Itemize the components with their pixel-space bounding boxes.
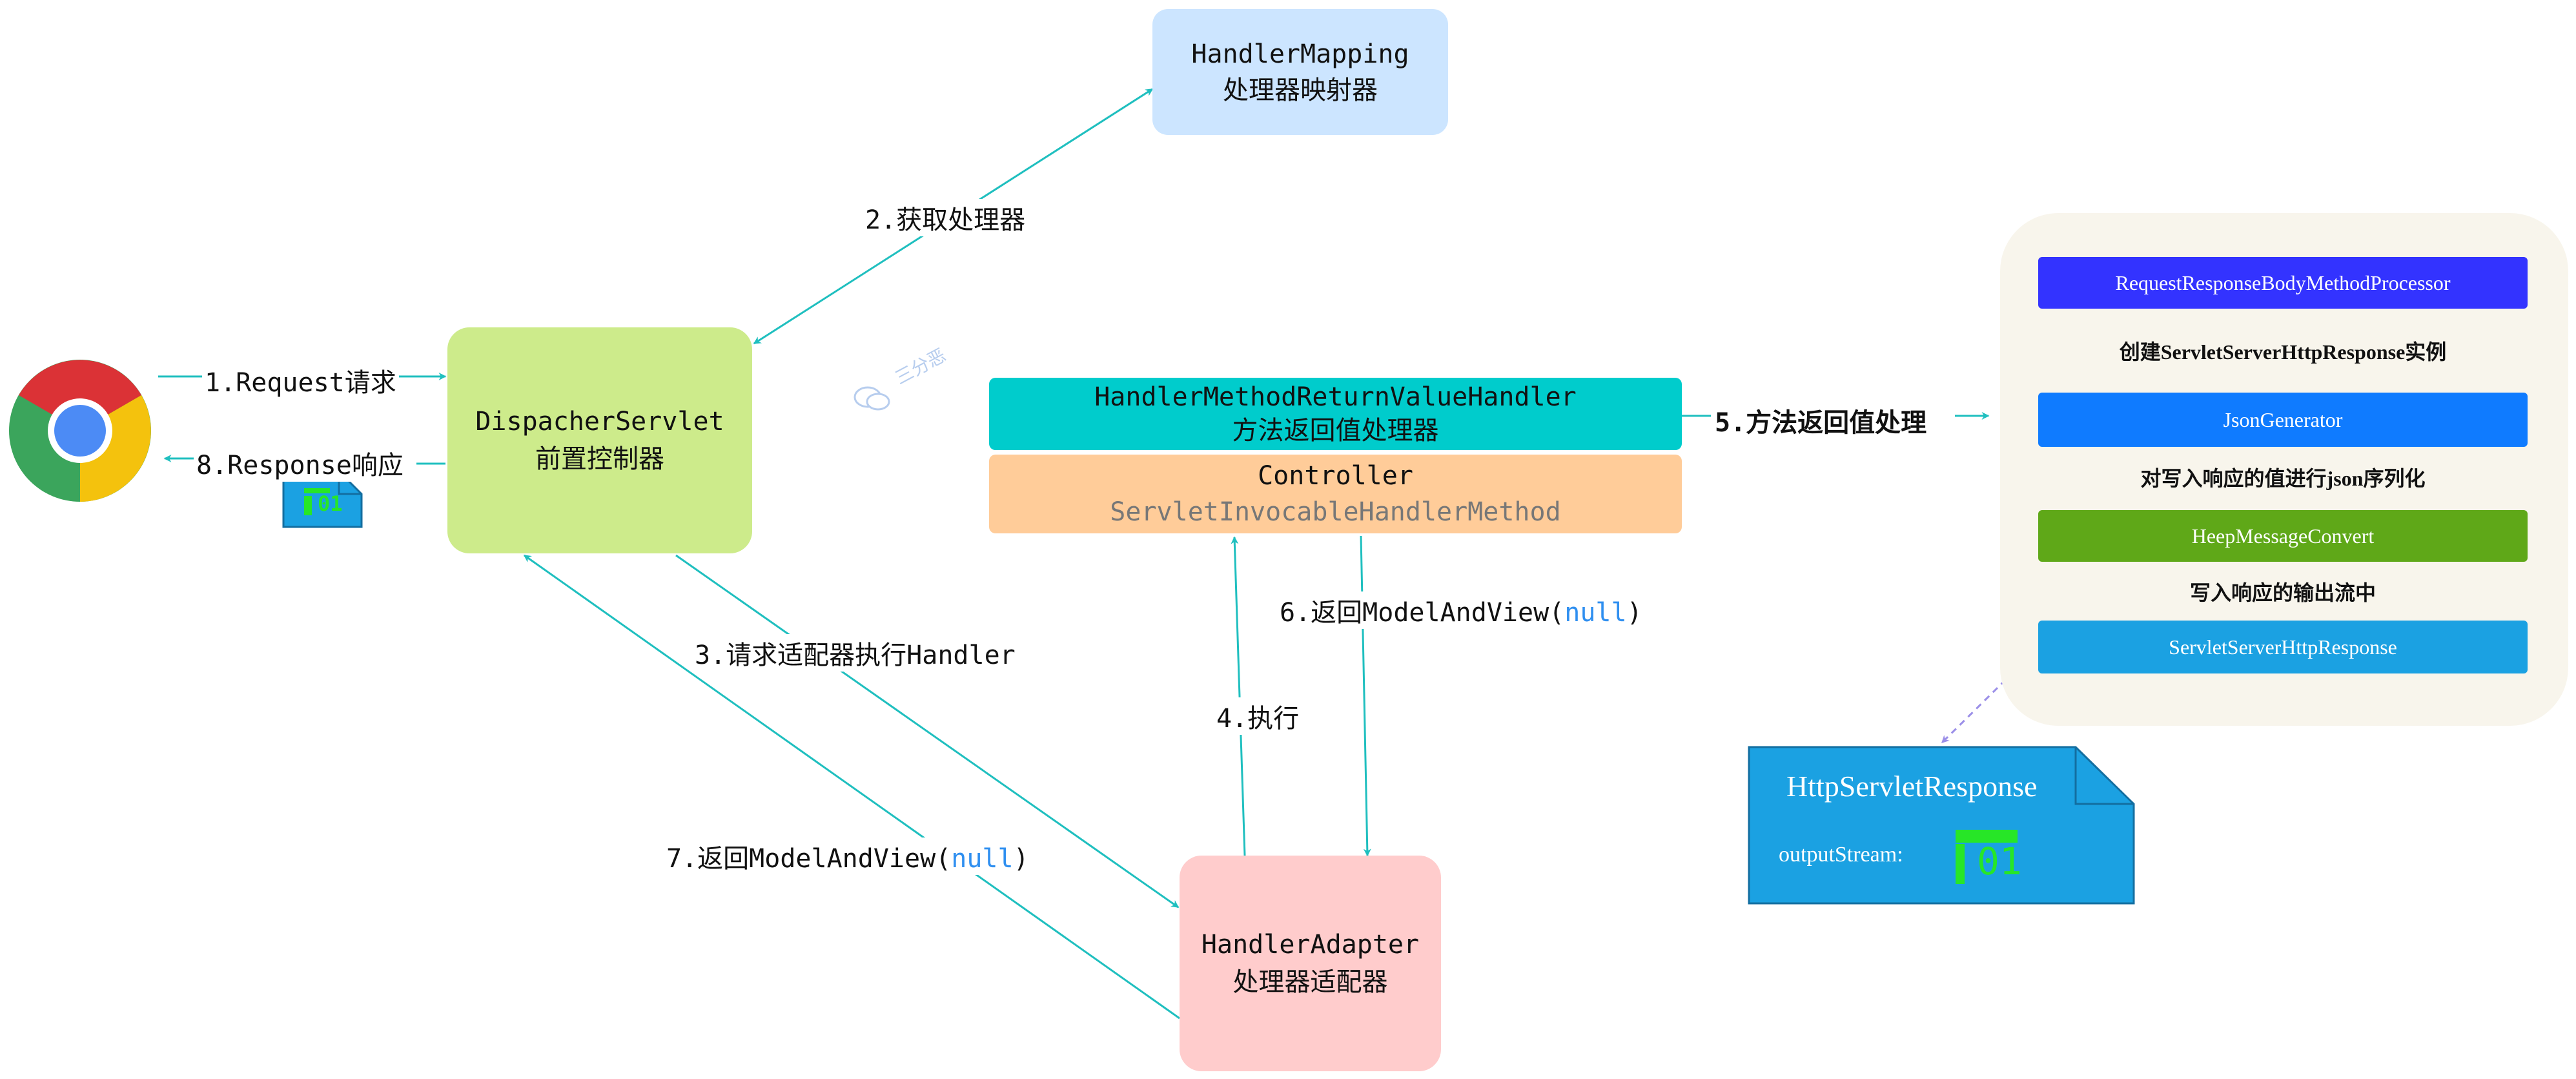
return-handler-title: HandlerMethodReturnValueHandler: [1094, 382, 1577, 412]
step-7-null: null: [951, 844, 1014, 874]
request-response-body-processor[interactable]: RequestResponseBodyMethodProcessor: [2038, 257, 2528, 309]
step-5-label: 5.方法返回值处理: [1711, 402, 1931, 439]
servlet-server-http-response[interactable]: ServletServerHttpResponse: [2038, 621, 2528, 673]
step-3-label: 3.请求适配器执行Handler: [692, 634, 1018, 672]
handler-adapter-node[interactable]: HandlerAdapter 处理器适配器: [1180, 856, 1441, 1071]
http-response-title: HttpServletResponse: [1786, 770, 2038, 803]
arrow-adapter-execute: [675, 554, 1180, 909]
step-7-suffix: ): [1013, 844, 1029, 874]
handler-mapping-node[interactable]: HandlerMapping 处理器映射器: [1152, 9, 1448, 135]
step-8-label: 8.Response响应: [194, 444, 406, 482]
servlet-response-label: ServletServerHttpResponse: [2169, 635, 2397, 659]
http-response-glyph: 01: [1977, 839, 2022, 883]
step-6-prefix: 6.返回ModelAndView(: [1280, 598, 1565, 628]
step-1-label: 1.Request请求: [202, 362, 399, 399]
binary-doc-glyph: 01: [318, 491, 343, 516]
panel-step-c: 写入响应的输出流中: [2189, 581, 2376, 604]
step-6-label: 6.返回ModelAndView(null): [1277, 591, 1645, 629]
http-servlet-response-doc[interactable]: HttpServletResponse outputStream: 01: [1748, 746, 2135, 905]
binary-stream-icon: [1954, 828, 2019, 885]
controller-title: Controller: [1258, 461, 1413, 491]
handler-adapter-title: HandlerAdapter: [1201, 930, 1420, 960]
controller-node[interactable]: Controller ServletInvocableHandlerMethod: [989, 455, 1682, 533]
step-6-null: null: [1564, 598, 1627, 628]
json-generator[interactable]: JsonGenerator: [2038, 393, 2528, 447]
dispatcher-servlet-node[interactable]: DispacherServlet 前置控制器: [447, 327, 752, 553]
step-7-label: 7.返回ModelAndView(null): [664, 838, 1032, 875]
step-7-prefix: 7.返回ModelAndView(: [666, 844, 952, 874]
return-handler-subtitle: 方法返回值处理器: [1232, 416, 1439, 446]
heep-label: HeepMessageConvert: [2191, 524, 2375, 548]
dispatcher-title: DispacherServlet: [475, 407, 724, 437]
step-2-label: 2.获取处理器: [863, 199, 1028, 236]
arrow-return-mav-7: [523, 554, 1180, 1020]
http-response-stream-label: outputStream:: [1779, 843, 1903, 867]
return-value-handler-node[interactable]: HandlerMethodReturnValueHandler 方法返回值处理器: [989, 378, 1682, 450]
handler-adapter-subtitle: 处理器适配器: [1232, 967, 1388, 997]
json-generator-label: JsonGenerator: [2223, 407, 2343, 431]
http-response-shape: [1748, 746, 2135, 905]
wechat-icon: [854, 385, 891, 411]
step-6-suffix: ): [1626, 598, 1642, 628]
heep-message-convert[interactable]: HeepMessageConvert: [2038, 510, 2528, 562]
panel-step-a: 创建ServletServerHttpResponse实例: [2119, 340, 2447, 364]
processor-label: RequestResponseBodyMethodProcessor: [2115, 271, 2451, 294]
panel-step-b: 对写入响应的值进行json序列化: [2140, 467, 2426, 490]
arrow-invoke: [1231, 536, 1246, 856]
controller-subtitle: ServletInvocableHandlerMethod: [1110, 497, 1561, 527]
dispatcher-subtitle: 前置控制器: [535, 444, 664, 474]
handler-mapping-title: HandlerMapping: [1191, 39, 1409, 69]
handler-mapping-subtitle: 处理器映射器: [1223, 75, 1378, 105]
arrow-return-mav-6: [1360, 535, 1371, 857]
chrome-icon[interactable]: [8, 358, 152, 503]
step-4-label: 4.执行: [1214, 697, 1302, 735]
